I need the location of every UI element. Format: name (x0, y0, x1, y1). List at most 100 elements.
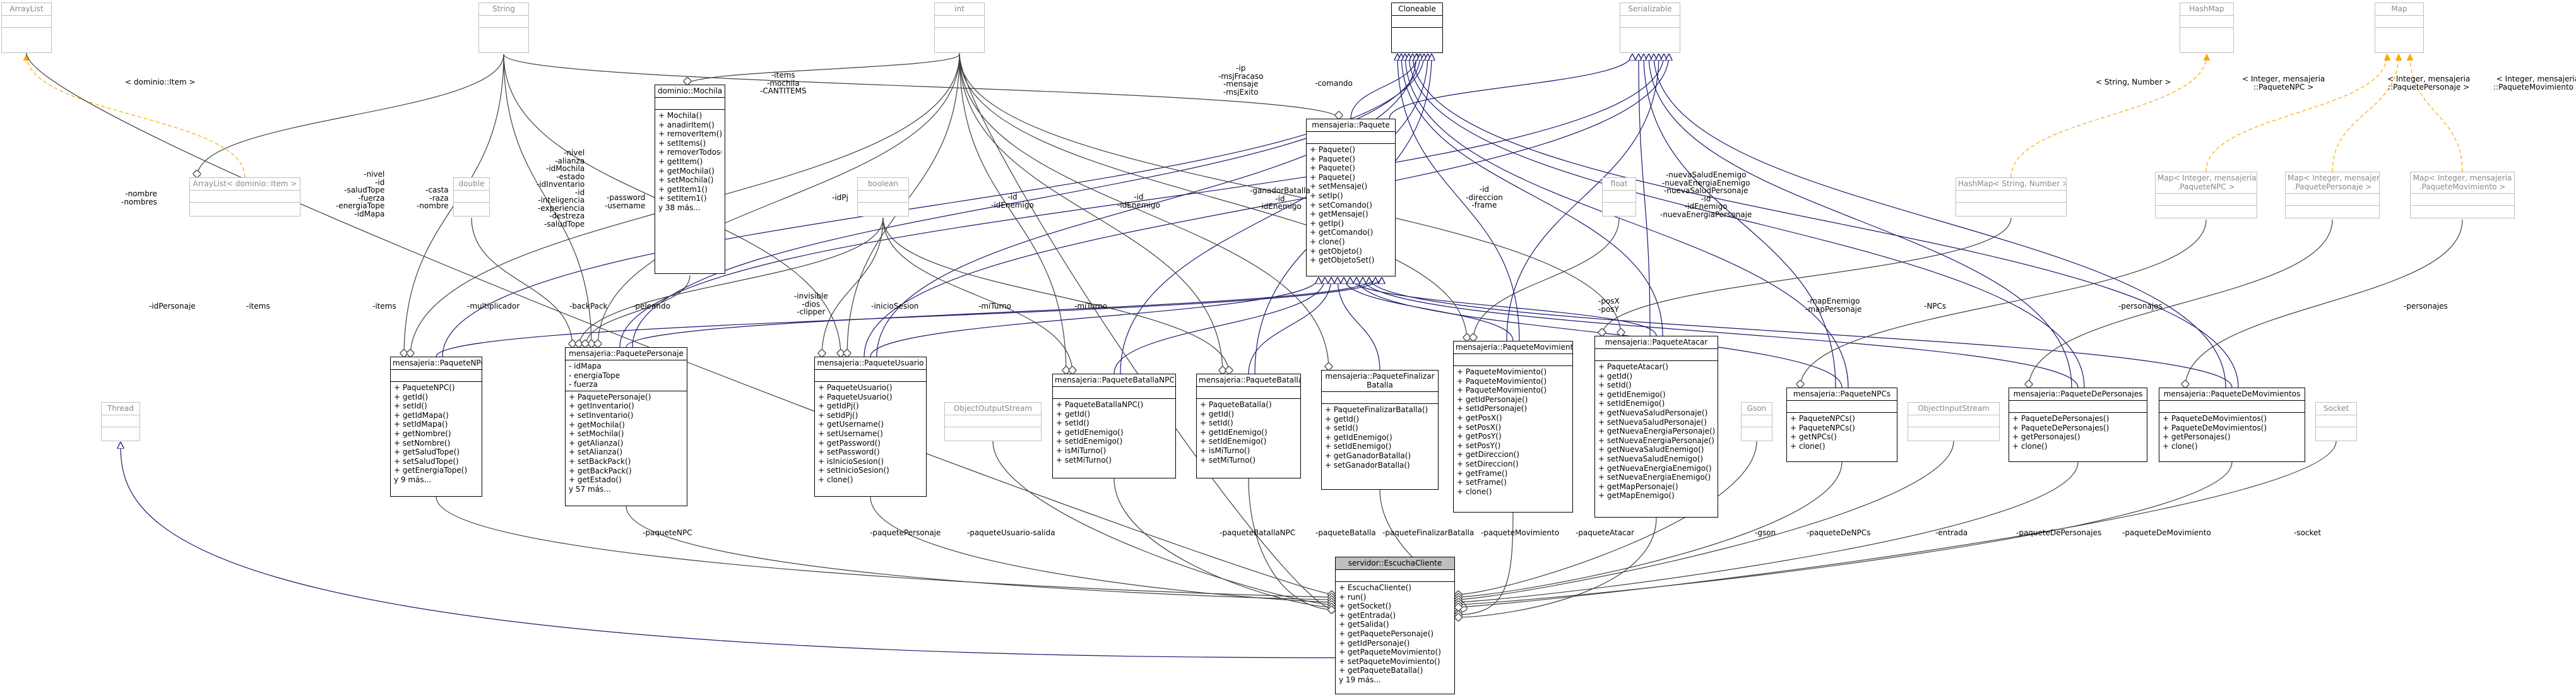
paquete-npc-class-node[interactable]: mensajeria::PaqueteNPC + PaqueteNPC() + … (390, 357, 482, 497)
edge-label: < Integer, mensajeria ::PaqueteMovimient… (2493, 74, 2576, 92)
paquete-batalla-class-node[interactable]: mensajeria::PaqueteBatalla + PaqueteBata… (1196, 374, 1301, 478)
inheritance-line (864, 54, 1669, 357)
edge-label: < dominio::Item > (125, 78, 196, 86)
method: + PaqueteUsuario() (818, 392, 893, 401)
node-attributes (2159, 400, 2305, 412)
node-attributes (935, 15, 984, 27)
node-methods (2286, 205, 2379, 217)
template-line (2010, 53, 2211, 178)
paquete-de-personajes-class-node[interactable]: mensajeria::PaqueteDePersonajes + Paquet… (2009, 388, 2147, 462)
int-class-node[interactable]: int (934, 3, 985, 53)
composition-line (959, 54, 1066, 374)
title-line: mensajeria::PaqueteFinalizar (1325, 372, 1435, 381)
edge-label: -casta -raza -nombre (417, 186, 449, 210)
node-title: mensajeria::PaqueteAtacar (1605, 338, 1708, 347)
paquete-usuario-class-node[interactable]: mensajeria::PaqueteUsuario + PaqueteUsua… (814, 357, 927, 497)
map-integer-personaje-node[interactable]: Map< Integer, mensajeria.PaquetePersonaj… (2285, 172, 2380, 218)
inheritance-line (442, 54, 1424, 357)
edge-label: -paqueteMovimiento (1481, 528, 1560, 537)
edge-label: -miTurno (1074, 302, 1108, 311)
node-methods: + PaqueteUsuario() + PaqueteUsuario() + … (815, 381, 926, 486)
method: + run() (1339, 592, 1367, 602)
double-class-node[interactable]: double (453, 177, 490, 217)
inheritance-line (626, 278, 1375, 348)
member-line (1455, 441, 1757, 595)
cloneable-interface-node[interactable]: Cloneable (1391, 3, 1443, 53)
node-title: mensajeria::Paquete (1312, 121, 1390, 129)
composition-line (1800, 219, 2207, 388)
hashmap-string-number-node[interactable]: HashMap< String, Number > (1956, 177, 2067, 217)
inheritance-line (436, 278, 1382, 357)
edge-label: -paquetePersonaje (870, 528, 941, 537)
inheritance-line (1389, 54, 1632, 119)
node-attributes (2286, 193, 2379, 205)
inheritance-line (1369, 278, 2233, 388)
edge-label: -multiplicador (467, 302, 520, 311)
method: + getPosY() (1457, 432, 1502, 441)
attribute: - energiaTope (569, 371, 620, 380)
node-attributes (190, 190, 300, 202)
paquete-personaje-class-node[interactable]: mensajeria::PaquetePersonaje - idMapa - … (565, 347, 687, 506)
title-line: .PaqueteMovimiento > (2419, 182, 2506, 191)
string-class-node[interactable]: String (478, 3, 529, 53)
paquete-class-node[interactable]: mensajeria::Paquete + Paquete() + Paquet… (1306, 119, 1396, 276)
objectoutputstream-class-node[interactable]: ObjectOutputStream (944, 402, 1042, 441)
composition-line (959, 54, 1329, 370)
paquete-movimiento-class-node[interactable]: mensajeria::PaqueteMovimiento + PaqueteM… (1453, 341, 1573, 513)
composition-line (959, 54, 1223, 374)
objectinputstream-class-node[interactable]: ObjectInputStream (1908, 402, 2000, 441)
edge-label: -paqueteFinalizarBatalla (1382, 528, 1475, 537)
edge-label: -paqueteAtacar (1576, 528, 1634, 537)
node-title: Gson (1747, 404, 1767, 413)
gson-class-node[interactable]: Gson (1741, 402, 1772, 441)
method: + Mochila() (658, 111, 703, 120)
paquete-batalla-npc-class-node[interactable]: mensajeria::PaqueteBatallaNPC + PaqueteB… (1052, 374, 1176, 478)
socket-class-node[interactable]: Socket (2315, 402, 2357, 441)
node-methods: + Paquete() + Paquete() + Paquete() + Pa… (1307, 143, 1395, 266)
method: + setInventario() (569, 410, 634, 420)
map-interface-node[interactable]: Map (2375, 3, 2424, 53)
node-attributes (1336, 569, 1454, 581)
edge-label: -personajes (2404, 302, 2448, 311)
edge-label: -password -username (605, 193, 646, 210)
arraylist-class-node[interactable]: ArrayList (1, 3, 52, 53)
map-integer-npc-node[interactable]: Map< Integer, mensajeria.PaqueteNPC > (2155, 172, 2257, 218)
method: + getIdPj() (818, 401, 859, 411)
hashmap-class-node[interactable]: HashMap (2180, 3, 2234, 53)
edge-label: -invisible -dios -clipper (794, 292, 828, 316)
float-class-node[interactable]: float (1602, 177, 1636, 217)
title-line: Map< Integer, mensajeria (2413, 174, 2512, 182)
node-methods (2156, 205, 2257, 217)
thread-class-node[interactable]: Thread (101, 402, 140, 441)
arraylist-item-template-node[interactable]: ArrayList< dominio::Item > (189, 177, 300, 217)
method: + PaqueteDeMovimientos() (2163, 414, 2267, 423)
node-title: mensajeria::PaqueteDePersonajes (2013, 389, 2143, 398)
inheritance-line (1401, 54, 1663, 336)
edge-label: < Integer, mensajeria ::PaquetePersonaje… (2387, 74, 2471, 92)
method: + getIdPersonaje() (1339, 638, 1410, 648)
method: + setNombre() (394, 438, 451, 448)
node-methods (1620, 27, 1680, 39)
composition-line (1602, 217, 2012, 336)
paquete-de-movimientos-class-node[interactable]: mensajeria::PaqueteDeMovimientos + Paque… (2159, 388, 2305, 462)
escucha-cliente-class-node[interactable]: servidor::EscuchaCliente + EscuchaClient… (1335, 557, 1455, 694)
node-methods: + PaqueteBatallaNPC() + getId() + setId(… (1053, 398, 1175, 466)
method: y 57 más... (569, 484, 611, 494)
title-line: Map< Integer, mensajeria (2288, 174, 2379, 182)
paquete-npcs-class-node[interactable]: mensajeria::PaqueteNPCs + PaqueteNPCs() … (1786, 388, 1897, 462)
map-integer-movimiento-node[interactable]: Map< Integer, mensajeria.PaqueteMovimien… (2410, 172, 2515, 218)
boolean-class-node[interactable]: boolean (857, 177, 909, 217)
serializable-interface-node[interactable]: Serializable (1620, 3, 1680, 53)
method: + PaqueteBatallaNPC() (1056, 400, 1144, 409)
node-methods (102, 427, 139, 439)
mochila-class-node[interactable]: dominio::Mochila + Mochila() + anadirIte… (655, 85, 725, 274)
edge-label: -idPj (832, 193, 848, 202)
method: + setId() (1598, 381, 1632, 390)
node-methods: + PaqueteMovimiento() + PaqueteMovimient… (1454, 365, 1572, 497)
method: + getItem1() (658, 184, 708, 194)
node-title: mensajeria::PaqueteNPC (393, 359, 482, 367)
method: + PaqueteBatalla() (1200, 400, 1272, 409)
paquete-atacar-class-node[interactable]: mensajeria::PaqueteAtacar + PaqueteAtaca… (1594, 336, 1718, 518)
edge-label: -paqueteDePersonajes (2016, 528, 2102, 537)
